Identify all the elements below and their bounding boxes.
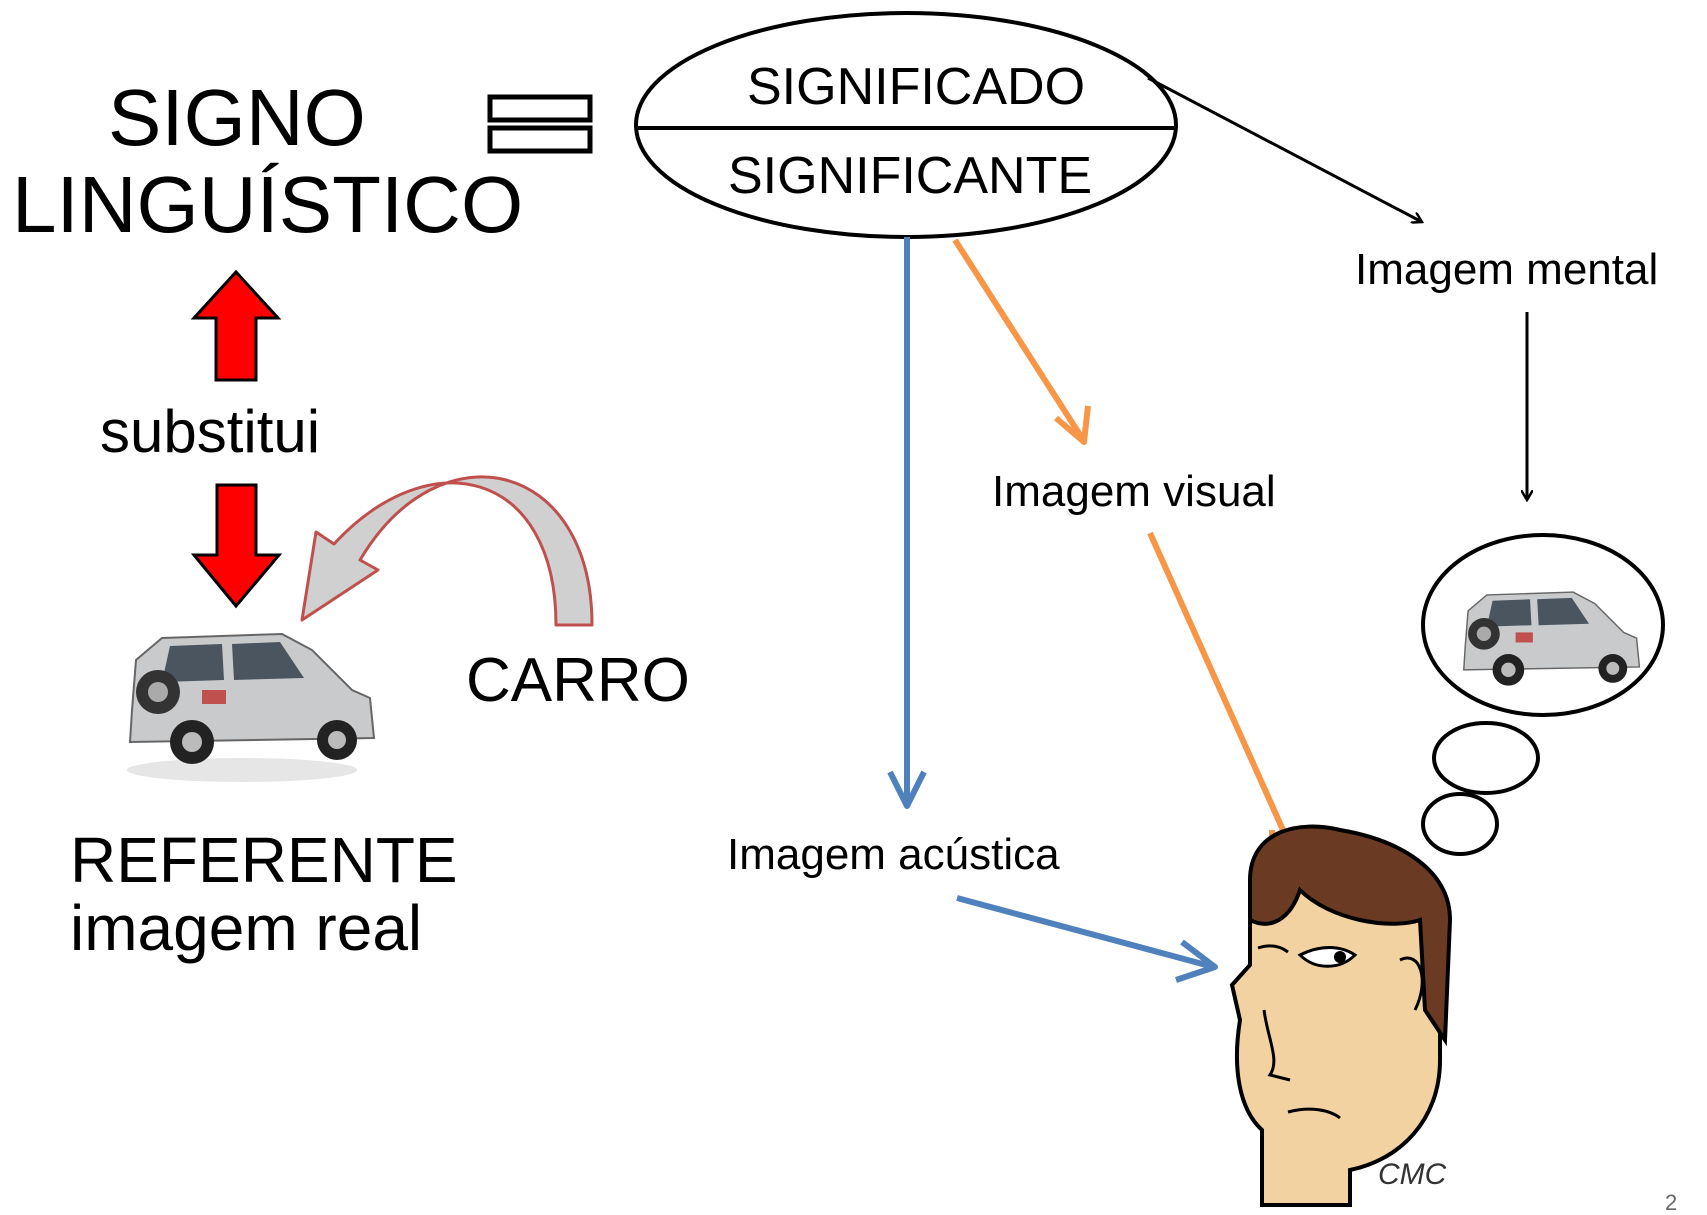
equivalence-symbol — [487, 94, 593, 154]
red-up-arrow — [190, 269, 282, 382]
curved-arrow — [300, 475, 594, 627]
imagem-mental-label: Imagem mental — [1355, 245, 1659, 294]
thought-bubble — [1421, 533, 1665, 856]
car-image-referente — [127, 632, 376, 782]
car-image-mental — [1462, 591, 1641, 686]
substitui-label: substitui — [100, 398, 321, 465]
imagem-visual-label: Imagem visual — [992, 467, 1276, 516]
orange-arrow-to-visual — [952, 238, 1085, 440]
red-down-arrow — [190, 483, 283, 609]
blue-arrow-to-ear — [956, 895, 1211, 969]
significante-label: SIGNIFICANTE — [728, 147, 1093, 205]
carro-label: CARRO — [466, 646, 690, 715]
cartoon-signature: CMC — [1378, 1158, 1447, 1191]
imagem-acustica-label: Imagem acústica — [727, 830, 1060, 879]
signo-title-line2: LINGUÍSTICO — [12, 160, 524, 249]
black-arrow-to-mental — [1147, 76, 1422, 222]
referente-label: REFERENTE — [70, 824, 458, 896]
page-number: 2 — [1665, 1190, 1678, 1215]
cartoon-man-face — [1229, 824, 1453, 1207]
imagem-real-label: imagem real — [70, 892, 423, 964]
significado-label: SIGNIFICADO — [747, 58, 1086, 116]
signo-title-line1: SIGNO — [108, 73, 366, 162]
